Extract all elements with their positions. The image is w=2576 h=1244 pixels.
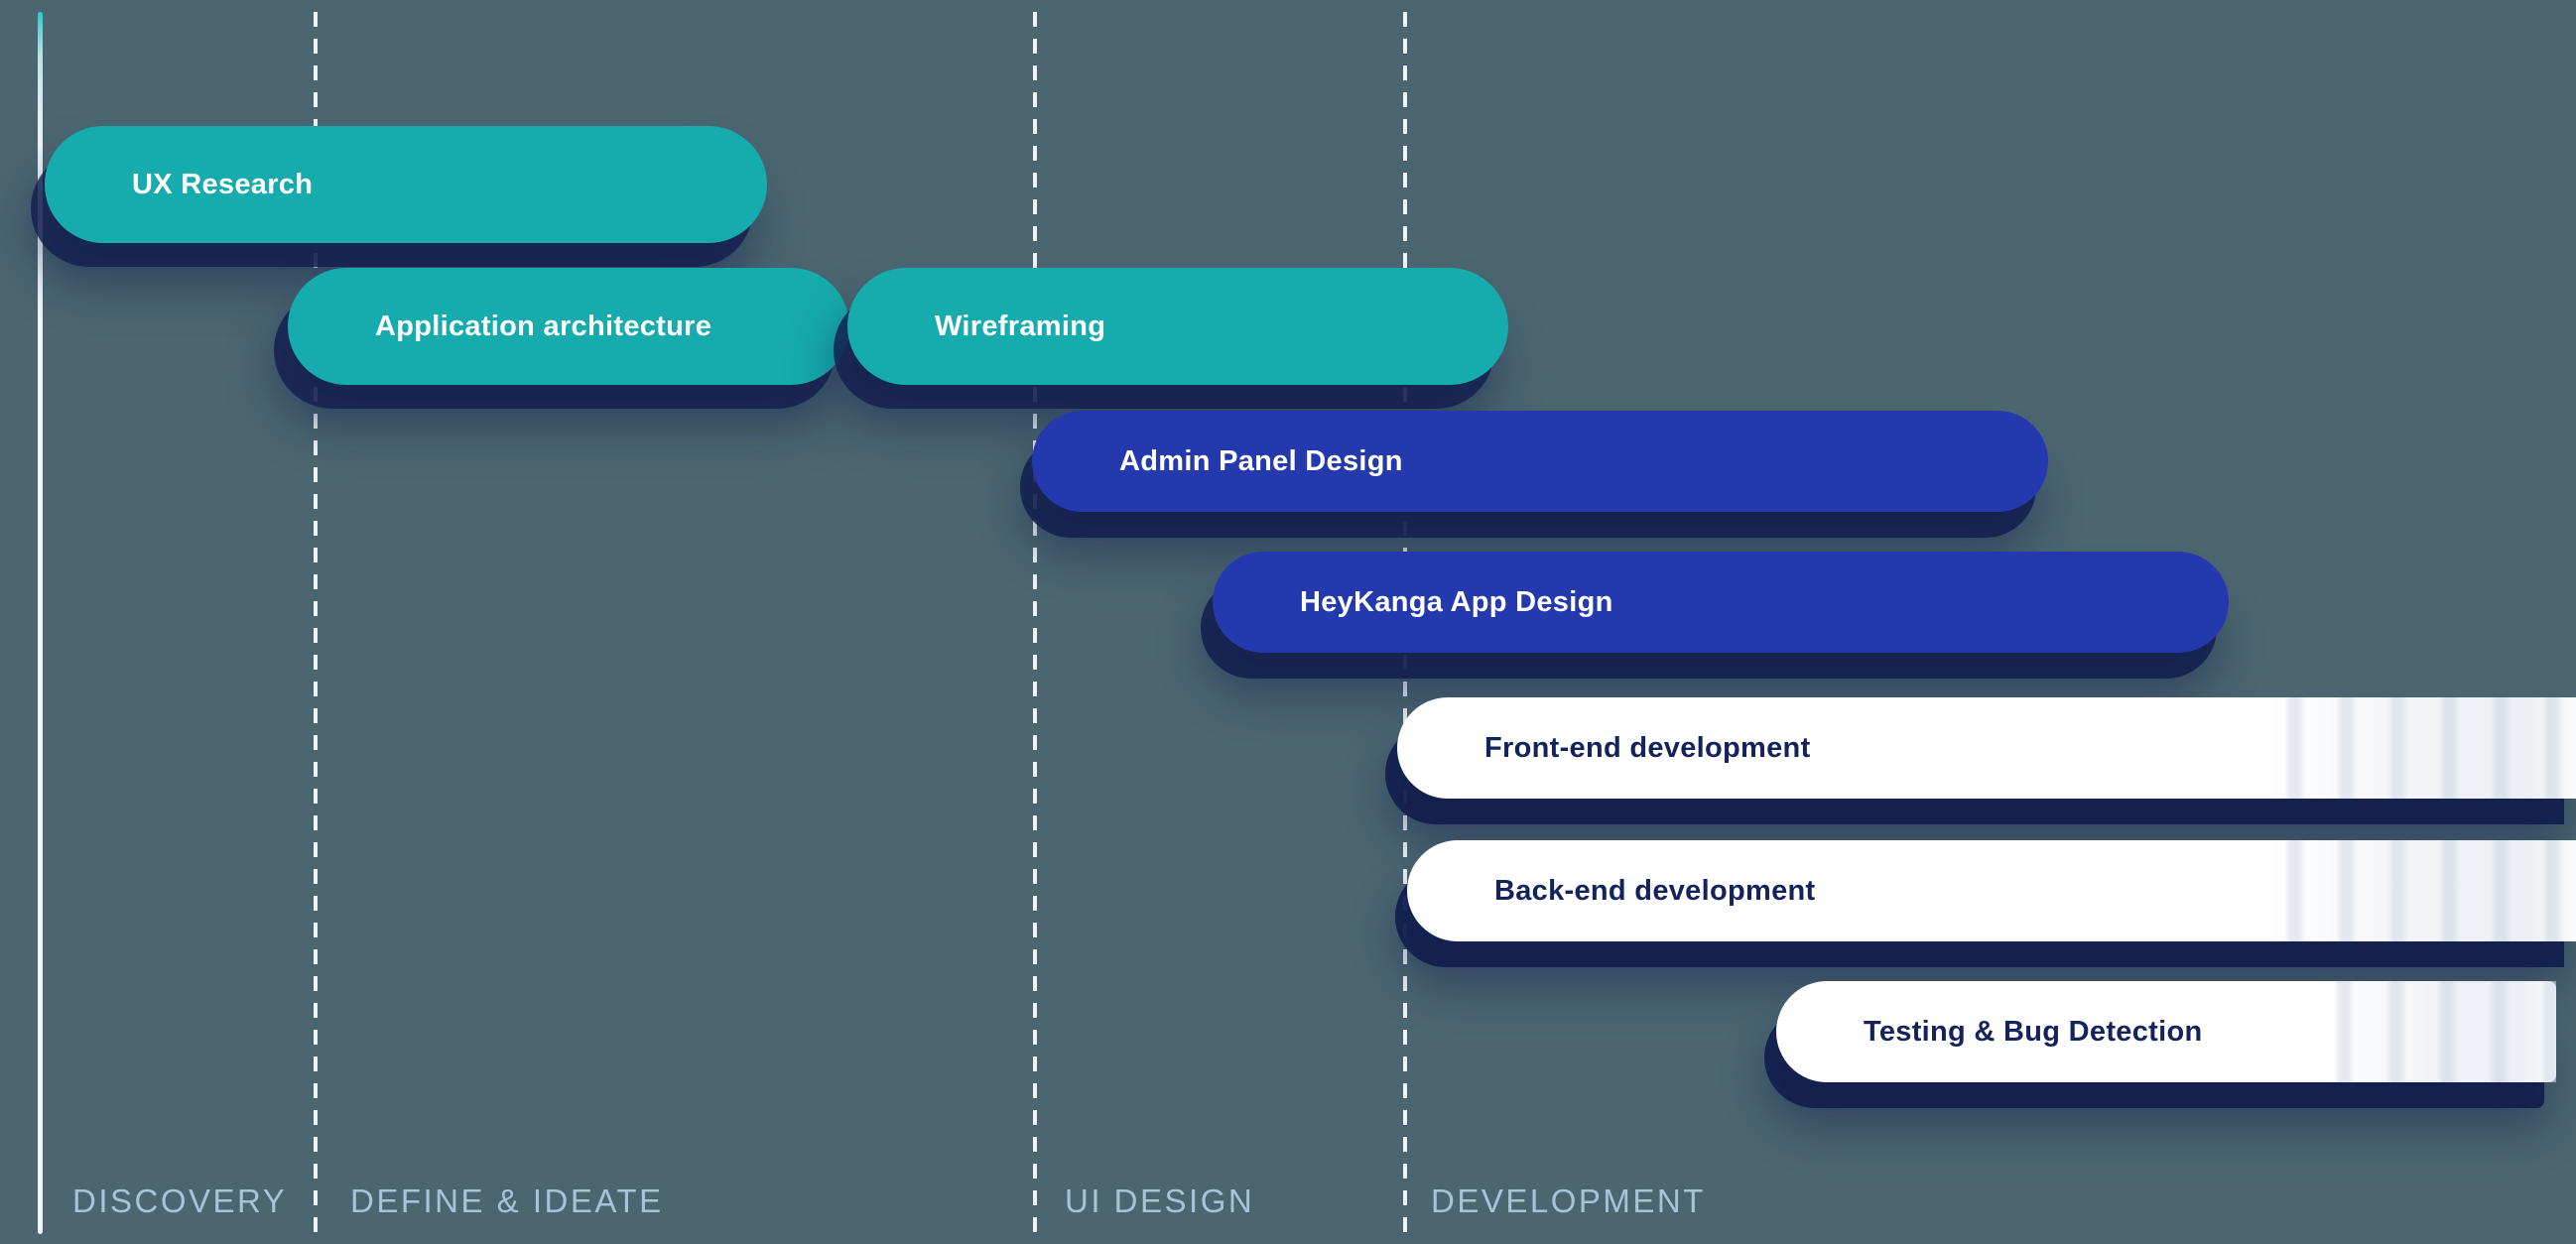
- task-bar-wireframing: Wireframing: [847, 268, 1508, 385]
- task-label: Testing & Bug Detection: [1864, 1015, 2203, 1048]
- phase-line-discovery: [38, 12, 43, 1234]
- bar-fade-edge: [2268, 840, 2576, 941]
- phase-line-ui-design: [1033, 12, 1037, 1234]
- phase-label-ui-design: UI DESIGN: [1065, 1182, 1255, 1219]
- task-bar-ux-research: UX Research: [45, 126, 767, 243]
- bar-fade-edge: [2318, 981, 2556, 1082]
- phase-label-define-ideate: DEFINE & IDEATE: [350, 1182, 664, 1219]
- task-label: Back-end development: [1494, 874, 1816, 907]
- task-bar-heykanga-app-design: HeyKanga App Design: [1213, 552, 2229, 653]
- task-label: Wireframing: [935, 310, 1106, 342]
- task-label: Application architecture: [375, 310, 712, 342]
- bar-fade-edge: [2268, 697, 2576, 799]
- phase-label-discovery: DISCOVERY: [72, 1182, 288, 1219]
- task-label: HeyKanga App Design: [1300, 585, 1613, 618]
- task-bar-testing-bug-detection: Testing & Bug Detection: [1776, 981, 2556, 1082]
- phase-label-development: DEVELOPMENT: [1431, 1182, 1706, 1219]
- task-bar-back-end-development: Back-end development: [1407, 840, 2576, 941]
- task-bar-admin-panel-design: Admin Panel Design: [1032, 411, 2048, 512]
- task-label: Front-end development: [1484, 731, 1811, 764]
- task-bar-application-architecture: Application architecture: [288, 268, 849, 385]
- task-label: Admin Panel Design: [1119, 444, 1403, 477]
- task-bar-front-end-development: Front-end development: [1397, 697, 2576, 799]
- phase-line-define-ideate: [314, 12, 318, 1234]
- task-label: UX Research: [132, 168, 314, 200]
